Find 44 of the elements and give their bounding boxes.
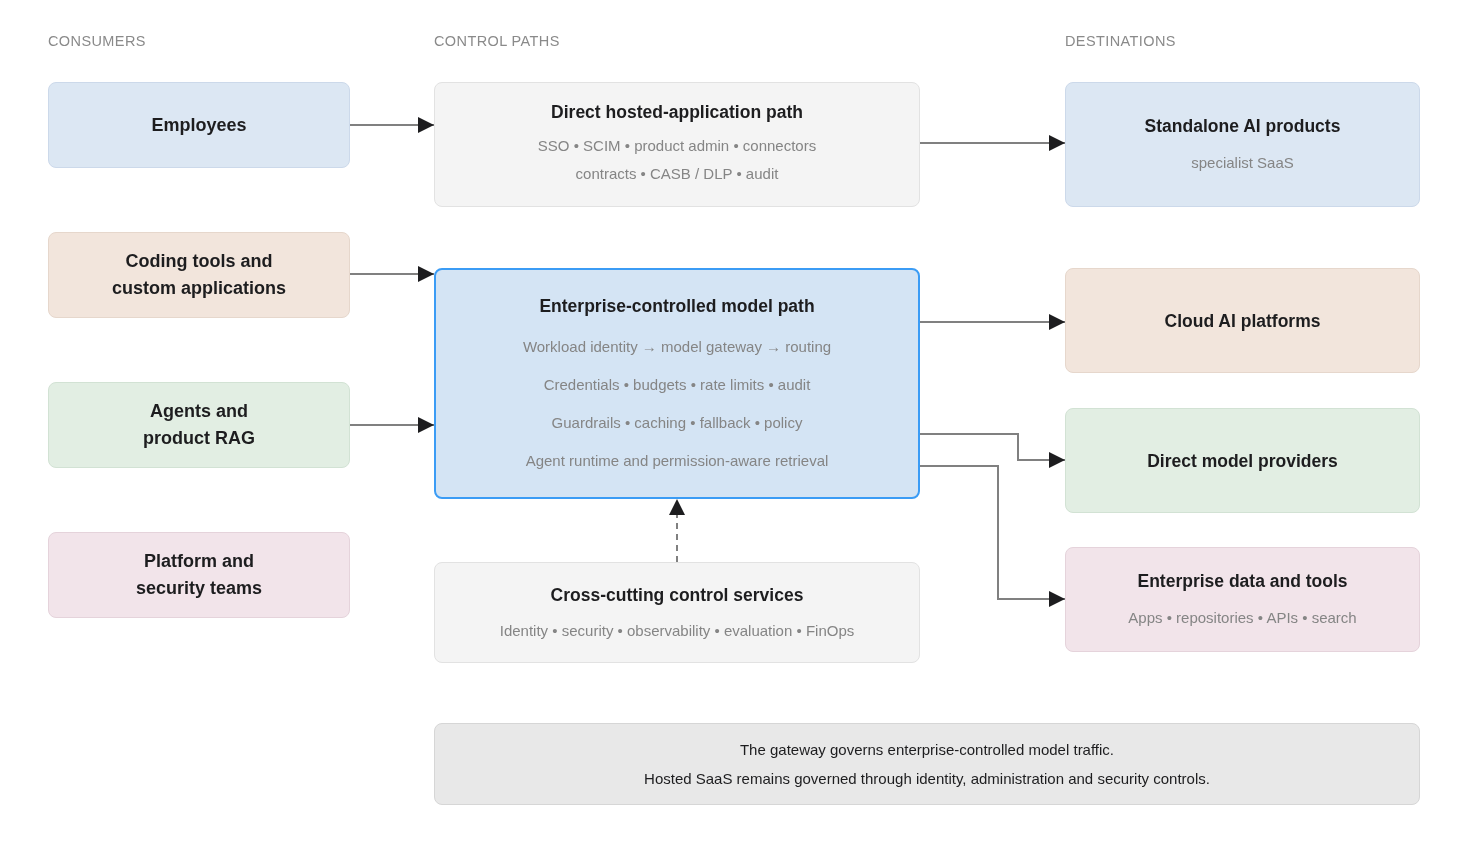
column-heading: CONTROL PATHS (434, 32, 560, 50)
box-label: Platform and security teams (134, 550, 264, 600)
control-path-box (434, 82, 920, 207)
box-title: Standalone AI products (1144, 115, 1341, 137)
box-detail: SSO • SCIM • product admin • connectors contracts • CASB / DLP • audit (536, 136, 818, 184)
destination-box (1065, 268, 1420, 373)
note-text: Hosted SaaS remains governed through identity, administration and security controls. (644, 768, 1210, 789)
destination-box (1065, 408, 1420, 513)
consumer-box (48, 232, 350, 318)
box-detail: Identity • security • observability • evaluation • FinOps (499, 620, 855, 641)
box-title: Cross-cutting control services (550, 583, 804, 606)
box-title: Enterprise-controlled model path (539, 295, 815, 317)
arrow (349, 117, 435, 133)
arrow (919, 314, 1066, 330)
box-detail: specialist SaaS (1191, 153, 1294, 173)
consumer-box (48, 82, 350, 168)
box-title: Direct hosted-application path (551, 101, 803, 123)
arrow (919, 433, 1066, 468)
arrow (349, 417, 435, 433)
box-label: Employees (151, 113, 247, 137)
box-detail: Agent runtime and permission-aware retrieval (525, 451, 829, 471)
column-heading: CONSUMERS (48, 32, 146, 50)
destination-box (1065, 82, 1420, 207)
box-title: Direct model providers (1147, 449, 1338, 472)
column-heading: DESTINATIONS (1065, 32, 1176, 50)
arrow (349, 266, 435, 282)
arrow (669, 498, 685, 563)
box-title: Cloud AI platforms (1164, 309, 1321, 332)
note-text: The gateway governs enterprise-controlled model traffic. (739, 739, 1115, 760)
box-detail: Guardrails • caching • fallback • policy (551, 413, 803, 433)
box-detail: Workload identity → model gateway → routing (522, 337, 832, 357)
box-detail: Apps • repositories • APIs • search (1128, 608, 1357, 628)
note-panel (434, 723, 1420, 805)
box-detail: Credentials • budgets • rate limits • audit (543, 375, 811, 395)
highlighted-path-box (434, 268, 920, 499)
box-title: Enterprise data and tools (1137, 570, 1348, 592)
box-label: Coding tools and custom applications (110, 250, 287, 300)
arrow (919, 465, 1066, 607)
consumer-box (48, 532, 350, 618)
consumer-box (48, 382, 350, 468)
control-path-box (434, 562, 920, 663)
destination-box (1065, 547, 1420, 652)
box-label: Agents and product RAG (142, 400, 256, 450)
arrow (919, 135, 1066, 151)
